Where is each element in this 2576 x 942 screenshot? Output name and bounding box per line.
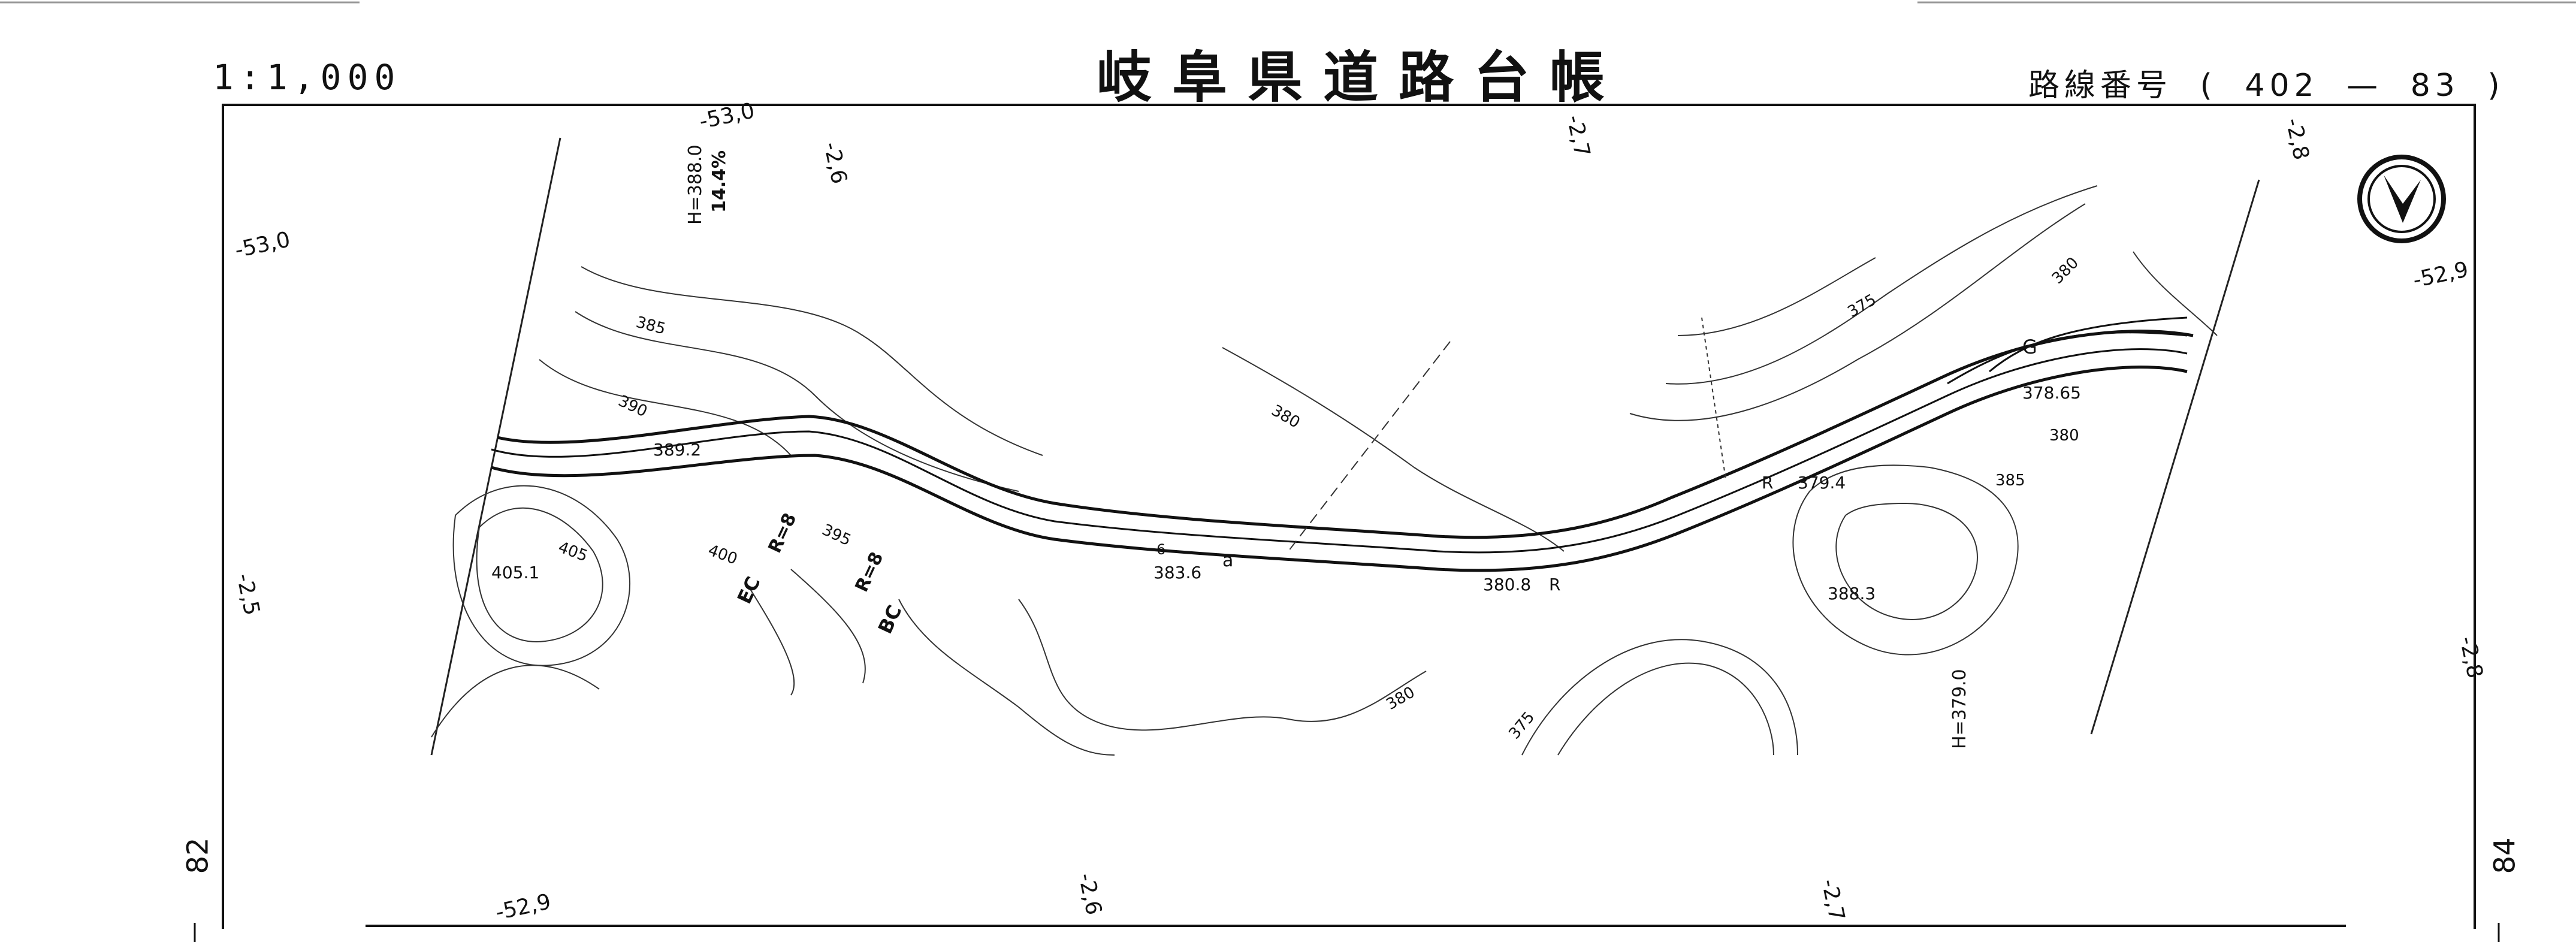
route-open: ( <box>2200 68 2217 104</box>
grid-label-left-1: -53,0 <box>232 227 292 262</box>
contour-label-385: 385 <box>634 313 668 339</box>
grid-label-top-3: -2,7 <box>1562 113 1594 159</box>
contour-label-380c: 380 <box>2049 254 2082 288</box>
road-centerline <box>491 348 2188 554</box>
slope-label: 14.4% <box>709 150 730 213</box>
road-edge-south <box>491 366 2188 572</box>
bc-marker: BC <box>874 602 907 637</box>
grid-label-top-4: -2,8 <box>2281 116 2314 162</box>
route-label: 路線番号 <box>2028 68 2173 104</box>
route-close: ) <box>2487 68 2505 104</box>
contour-lines <box>431 185 2218 756</box>
grid-label-bottom-3: -2,7 <box>1816 877 1849 923</box>
area-boundary-right <box>2090 179 2260 735</box>
contour-label-395: 395 <box>819 521 854 550</box>
road-centerline-group <box>491 316 2194 572</box>
contour-label-400: 400 <box>706 541 740 568</box>
curve-radius-b: R=8 <box>851 549 888 595</box>
road-edge-north <box>497 330 2194 539</box>
contour-label-405: 405 <box>556 538 590 565</box>
map-scale: 1:1,000 <box>213 57 401 98</box>
road-elevation-389: 389.2 <box>653 440 701 460</box>
road-elevation-383: 383.6 <box>1153 563 1201 582</box>
contour-label-390: 390 <box>615 392 650 421</box>
map-title: 岐阜県道路台帳 <box>1097 45 1626 110</box>
road-elevation-380: 380.8 <box>1483 575 1531 594</box>
grid-label-bottom-2: -2,6 <box>1073 871 1106 917</box>
r-marker-1: R <box>1549 575 1560 594</box>
spot-elevation-388: 388.3 <box>1828 584 1876 603</box>
lane-width-label: 6 <box>1156 541 1165 558</box>
dashed-boundary <box>1288 341 1451 552</box>
grid-label-right-1: -52,9 <box>2411 257 2471 292</box>
route-number-2: 83 <box>2410 68 2460 104</box>
road-elevation-379: 379.4 <box>1798 473 1846 493</box>
area-boundary-left <box>430 137 561 756</box>
route-dash: — <box>2347 68 2383 104</box>
g-marker: G <box>2022 336 2037 358</box>
route-number: 路線番号 ( 402 — 83 ) <box>2028 60 2518 105</box>
contour-label-385b: 385 <box>1995 472 2025 490</box>
north-arrow-icon <box>2357 155 2446 243</box>
contour-label-380b: 380 <box>1384 683 1418 714</box>
ec-marker: EC <box>733 573 765 607</box>
contour-label-375b: 375 <box>1505 708 1538 742</box>
contour-label-380d: 380 <box>2049 427 2079 445</box>
contour-label-375a: 375 <box>1845 291 1880 321</box>
spot-elevation-405: 405.1 <box>491 563 539 582</box>
road-elevation-378: 378.65 <box>2022 383 2081 403</box>
grid-label-right-2: -2,8 <box>2454 634 2487 680</box>
grid-label-left-2: -2,5 <box>231 571 264 617</box>
curve-radius-a: R=8 <box>765 510 801 556</box>
contour-label-380a: 380 <box>1269 401 1303 432</box>
map-frame <box>222 104 2476 929</box>
grid-label-top-2: -2,6 <box>819 140 851 186</box>
elevation-h-right: H=379.0 <box>1949 669 1970 749</box>
elevation-h-left: H=388.0 <box>685 144 706 225</box>
r-marker-2: R <box>1762 473 1773 493</box>
grid-label-bottom-1: -52,9 <box>493 889 553 925</box>
route-number-1: 402 <box>2245 68 2319 104</box>
a-marker: a <box>1222 550 1233 571</box>
